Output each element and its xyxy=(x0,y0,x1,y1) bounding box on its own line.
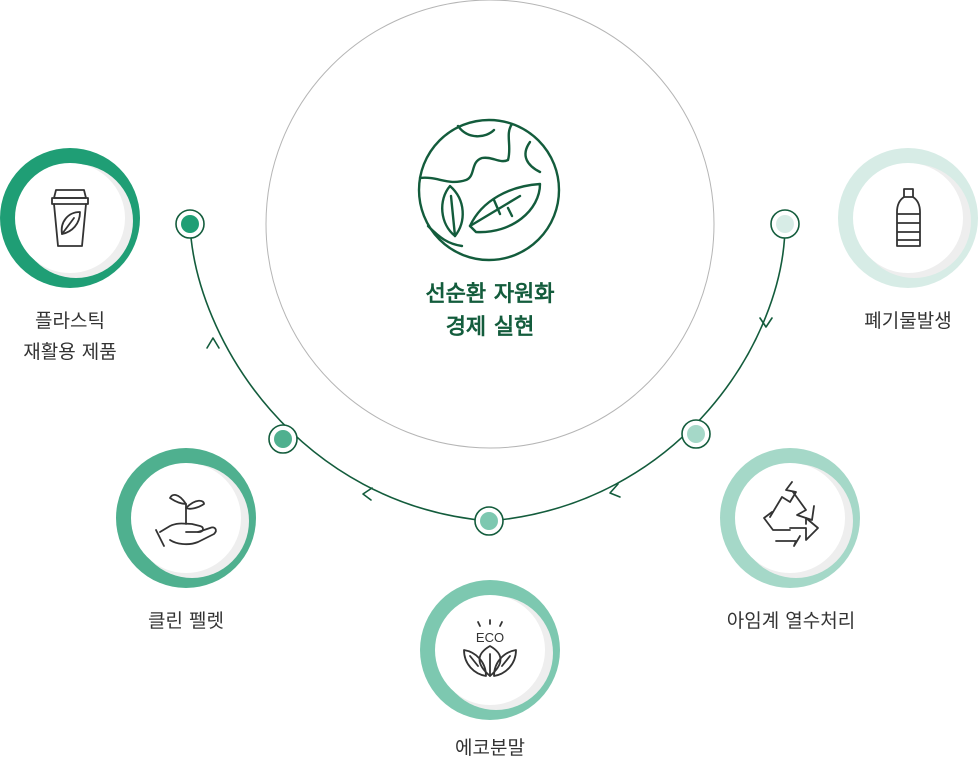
center-title-line1: 선순환 자원화 xyxy=(425,282,555,307)
label-waste-text: 폐기물발생 xyxy=(864,310,952,332)
label-product-line2: 재활용 제품 xyxy=(23,341,117,363)
plastic-bottle-icon xyxy=(896,188,921,247)
arc-arrows xyxy=(206,317,773,501)
arrow-lower-right xyxy=(609,483,621,498)
label-eco-powder-text: 에코분말 xyxy=(455,737,525,759)
center-title-line2: 경제 실현 xyxy=(445,315,535,340)
center-circle xyxy=(265,0,715,449)
hand-sprout-icon xyxy=(155,494,217,547)
arrow-lower-left xyxy=(362,487,373,501)
step-node-product xyxy=(0,148,140,288)
arrow-up-left xyxy=(206,337,220,349)
step-node-waste xyxy=(838,148,978,288)
earth-leaf-icon xyxy=(417,118,561,262)
arc-dot-waste xyxy=(770,209,800,239)
arc-dot-pellet xyxy=(268,424,298,454)
arrow-down-right xyxy=(759,317,773,328)
label-product-line1: 플라스틱 xyxy=(35,310,105,332)
label-pellet-text: 클린 펠렛 xyxy=(148,610,224,632)
step-node-pellet xyxy=(116,448,256,588)
cup-leaf-icon xyxy=(51,189,89,247)
step-node-eco-powder: ECO xyxy=(420,580,560,720)
eco-text: ECO xyxy=(476,630,504,645)
label-waste: 폐기물발생 xyxy=(838,306,978,337)
eco-leaves-icon xyxy=(463,619,517,677)
label-pellet: 클린 펠렛 xyxy=(116,606,256,637)
label-eco-powder: 에코분말 xyxy=(420,733,560,764)
label-product: 플라스틱 재활용 제품 xyxy=(0,306,140,368)
arc-dot-pyrolysis xyxy=(681,419,711,449)
arc-dot-product xyxy=(175,209,205,239)
step-node-pyrolysis xyxy=(720,448,860,588)
label-pyrolysis: 아임계 열수처리 xyxy=(696,606,886,637)
label-pyrolysis-text: 아임계 열수처리 xyxy=(726,610,856,632)
arc-dot-eco-powder xyxy=(474,506,504,536)
center-title: 선순환 자원화 경제 실현 xyxy=(390,278,590,344)
recycle-icon xyxy=(763,481,819,547)
